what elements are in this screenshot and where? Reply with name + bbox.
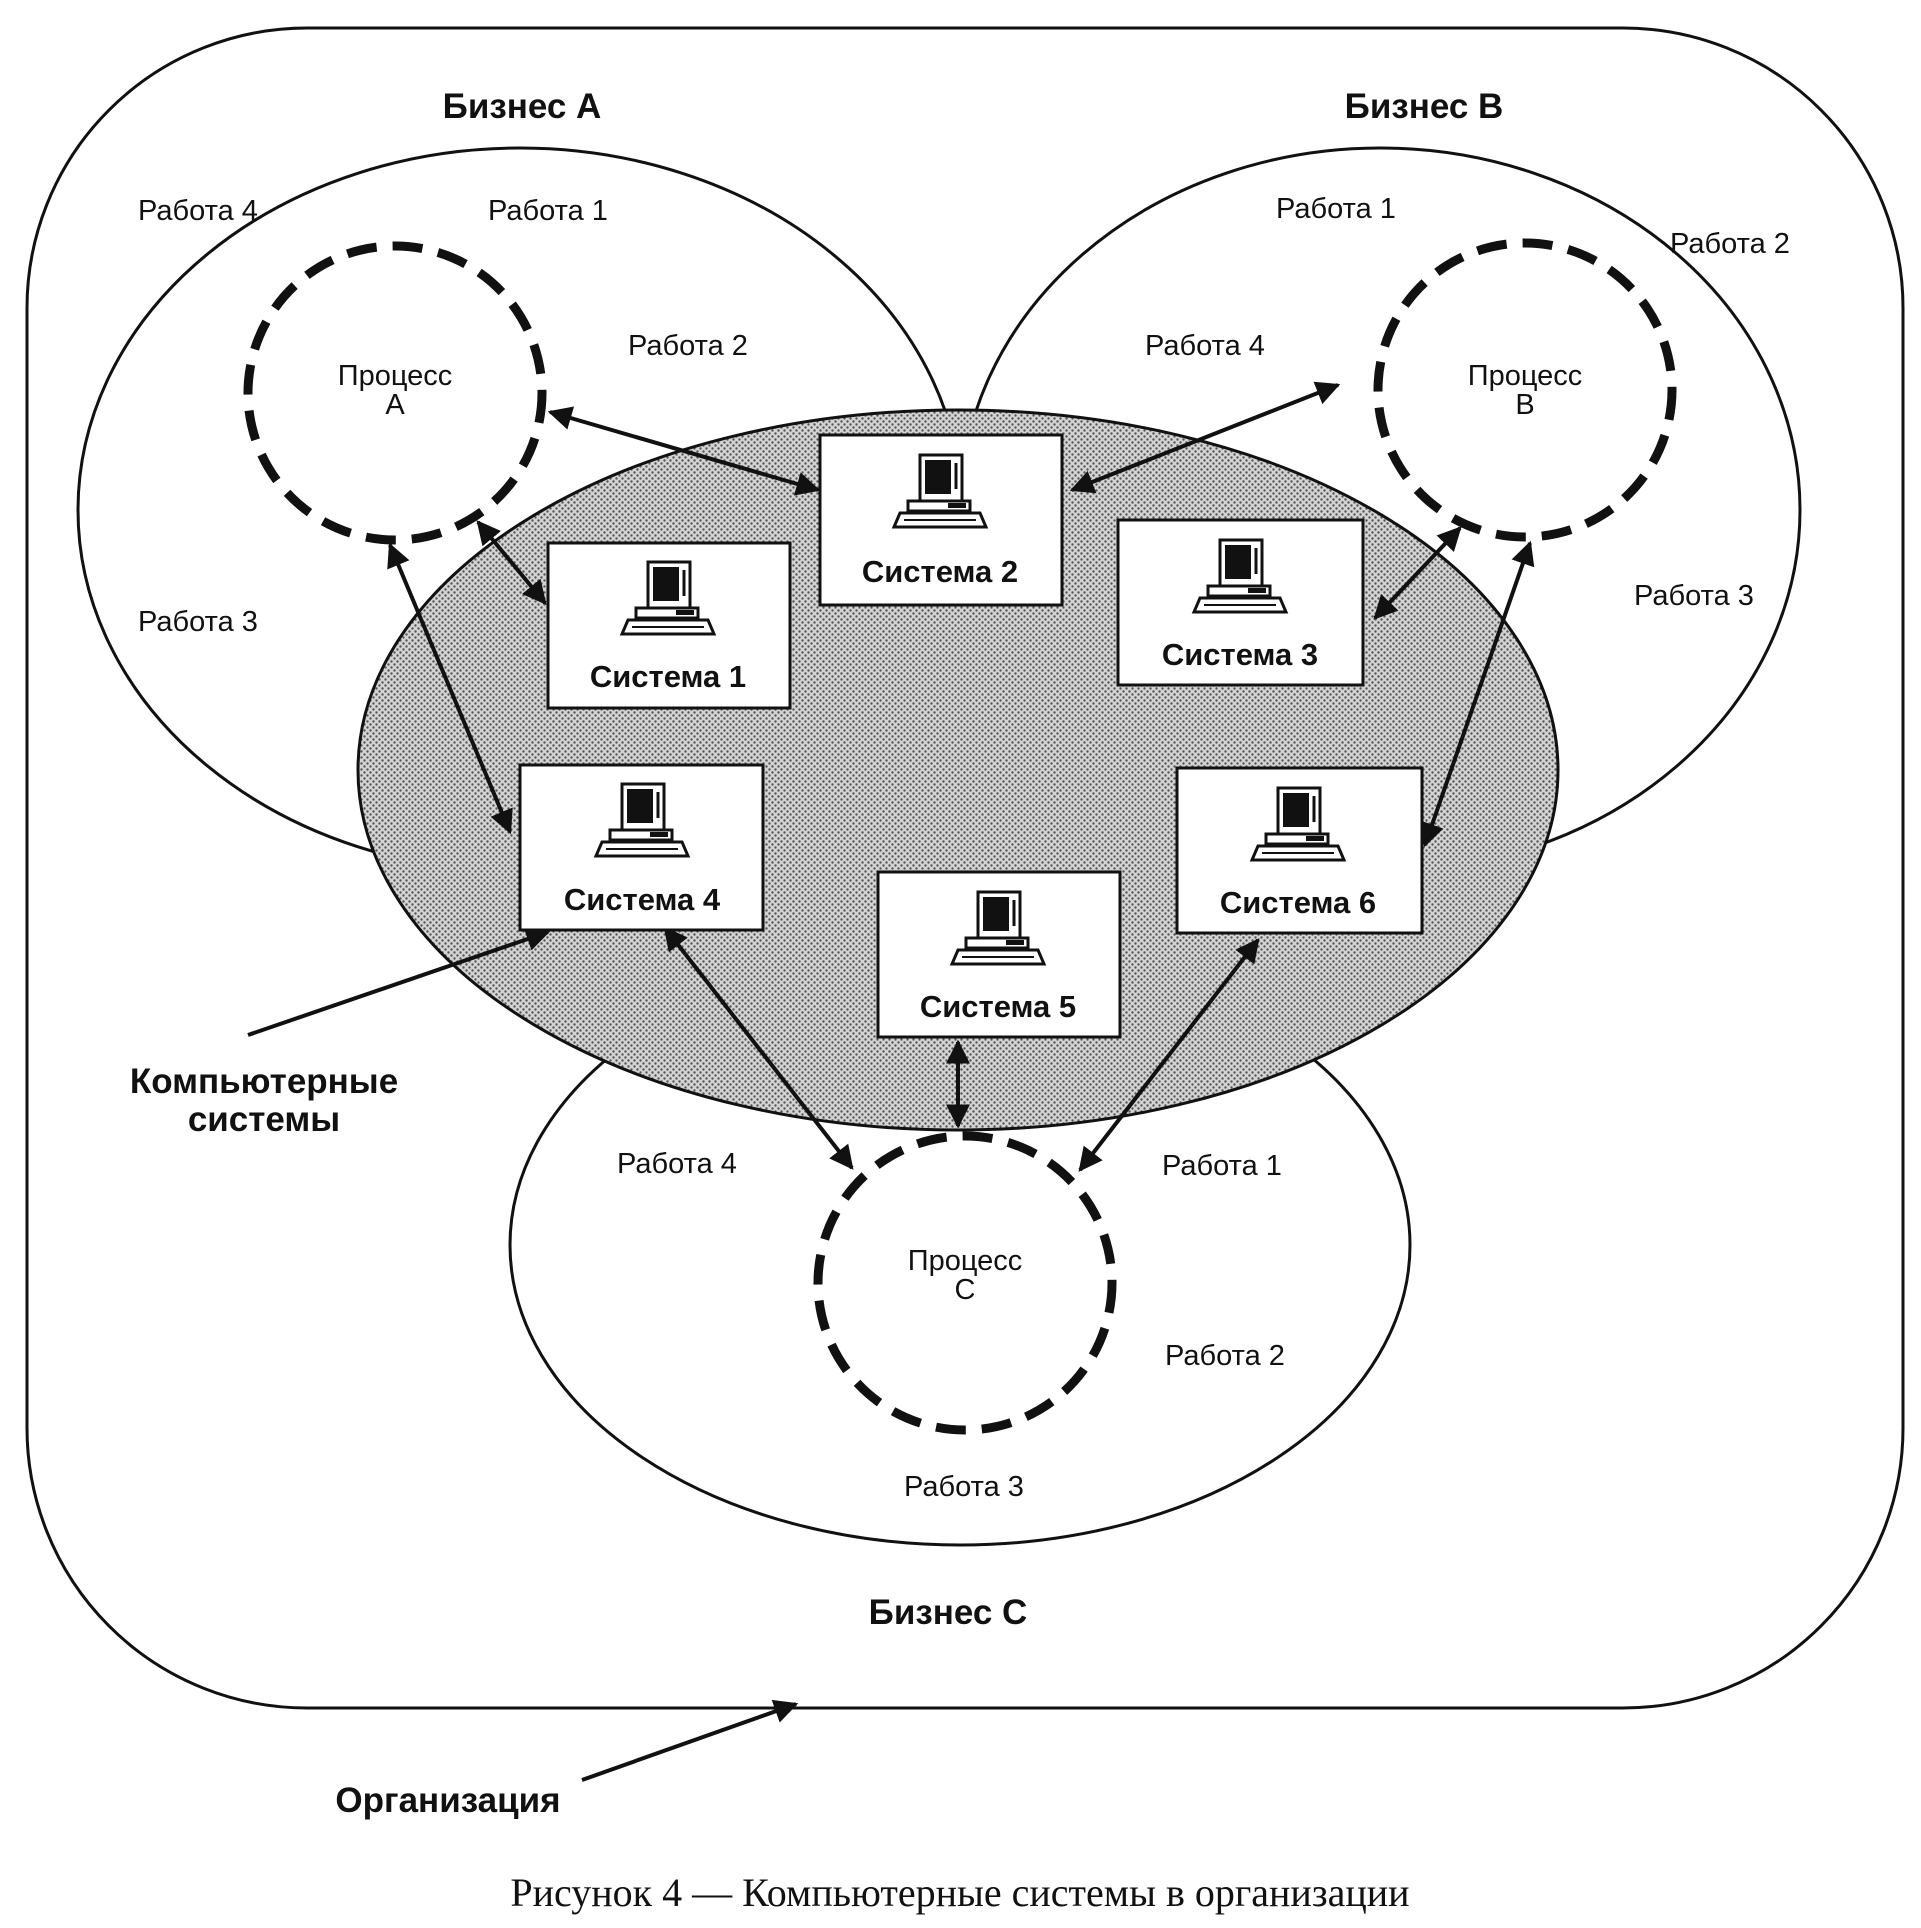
business-b-job-2: Работа 2 (1670, 228, 1790, 260)
business-b-job-4: Работа 4 (1145, 330, 1265, 362)
business-a-job-4: Работа 4 (138, 195, 258, 227)
system-2: Система 2 (818, 433, 1064, 607)
arrow-process-a-system-2 (547, 406, 821, 496)
system-5: Система 5 (876, 870, 1122, 1039)
organization-label: Организация (335, 1781, 560, 1820)
business-a-title: Бизнес А (443, 87, 602, 126)
system-3-label: Система 3 (1162, 637, 1318, 672)
business-a-job-1: Работа 1 (488, 195, 608, 227)
process-c-circle (813, 1131, 1117, 1435)
system-4-label: Система 4 (564, 882, 721, 917)
business-c-job-2: Работа 2 (1165, 1340, 1285, 1372)
business-a-job-3: Работа 3 (138, 606, 258, 638)
arrow-process-b-system-6 (1420, 540, 1535, 848)
pointer-organization (581, 1699, 799, 1782)
system-5-label: Система 5 (920, 989, 1076, 1024)
process-a-circle (243, 241, 547, 545)
business-a-job-2: Работа 2 (628, 330, 748, 362)
process-c-letter: С (955, 1274, 976, 1306)
process-a-letter: А (385, 389, 405, 421)
organization-frame (25, 26, 1905, 1710)
process-a-label: Процесс (338, 360, 453, 392)
process-b-label: Процесс (1468, 360, 1583, 392)
connection-arrows (387, 381, 1535, 1172)
pointer-computer-systems (247, 927, 551, 1037)
arrow-process-a-system-4 (387, 542, 513, 835)
business-b-title: Бизнес В (1345, 87, 1504, 126)
system-4: Система 4 (518, 763, 765, 932)
system-2-label: Система 2 (862, 554, 1018, 589)
business-b-job-1: Работа 1 (1276, 193, 1396, 225)
system-6: Система 6 (1175, 766, 1424, 935)
figure-caption: Рисунок 4 — Компьютерные системы в орган… (510, 1870, 1409, 1915)
computer-systems-label-line2: системы (188, 1100, 340, 1139)
system-1: Система 1 (546, 541, 792, 710)
business-c-job-4: Работа 4 (617, 1148, 737, 1180)
system-3: Система 3 (1116, 518, 1365, 687)
process-c-label: Процесс (908, 1245, 1023, 1277)
business-c-title: Бизнес С (869, 1593, 1028, 1632)
arrow-system-6-process-c (1078, 938, 1260, 1172)
arrow-system-4-process-c (663, 926, 854, 1170)
business-c-job-1: Работа 1 (1162, 1150, 1282, 1182)
computer-systems-label: Компьютерные (130, 1062, 398, 1101)
process-b-letter: В (1515, 389, 1534, 421)
process-b-circle (1373, 238, 1677, 542)
system-1-label: Система 1 (590, 659, 746, 694)
business-c-job-3: Работа 3 (904, 1471, 1024, 1503)
system-6-label: Система 6 (1220, 885, 1376, 920)
business-b-job-3: Работа 3 (1634, 580, 1754, 612)
arrow-system-2-process-b (1069, 381, 1341, 494)
